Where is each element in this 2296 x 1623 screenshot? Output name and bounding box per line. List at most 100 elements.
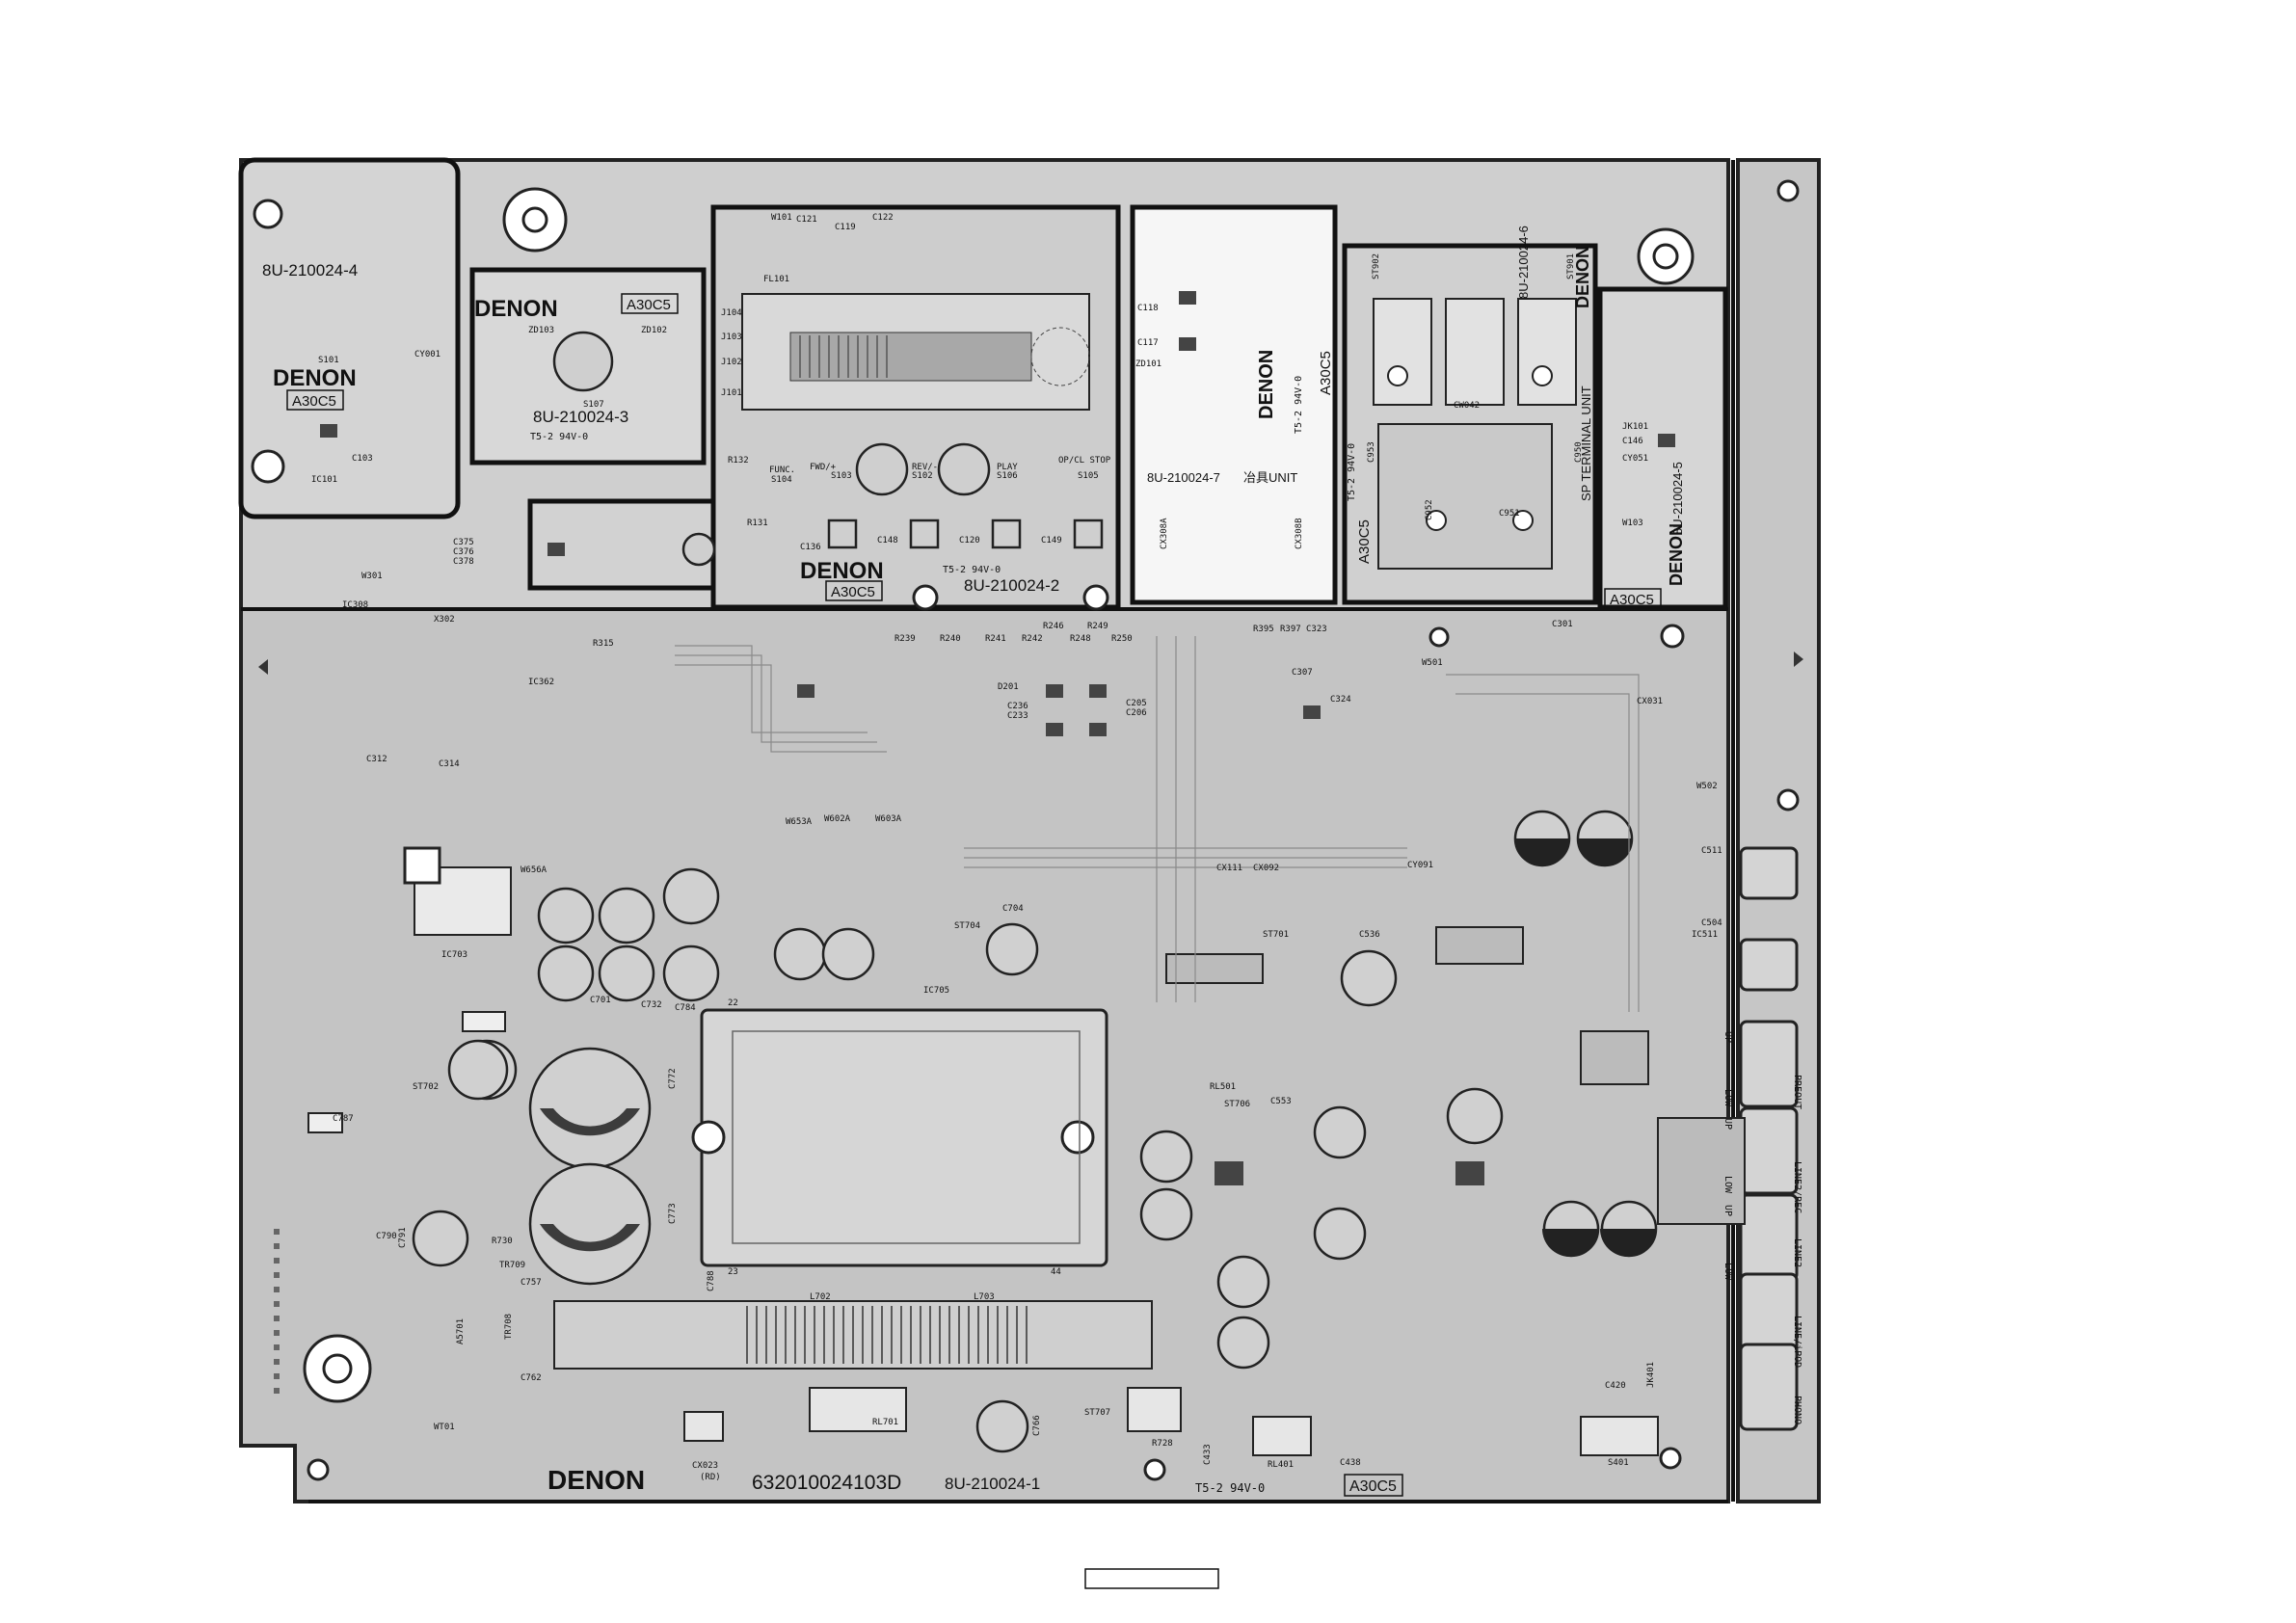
label-c307: C307 [1292,668,1313,678]
model-code-b5: A30C5 [1610,592,1654,608]
brand-logo-b4: DENON [273,365,357,391]
capacitor-stripes [540,838,1656,1257]
board-7-unit: 冶具UNIT [1243,470,1297,485]
small-components [307,291,1746,1456]
label-cw042: CW042 [1454,401,1480,411]
component-labels: C103 IC101 S101 CY001 S107 ZD103 ZD102 J… [311,213,1722,1482]
model-code-b3: A30C5 [627,297,671,313]
label-c314: C314 [439,759,460,769]
model-code-b2: A30C5 [831,584,875,600]
label-ic101: IC101 [311,475,337,485]
label-w653a: W653A [786,817,813,827]
label-st707: ST707 [1084,1408,1110,1418]
label-j103: J103 [721,333,742,342]
rear-jack-labels: PREOUT LINE2/REC LINE2 LINE/iPOD PHONO L… [1722,1031,1802,1424]
label-c433: C433 [1203,1444,1213,1465]
trace-lines [675,636,1640,1012]
ul-mark-b3: T5-2 94V-0 [530,432,588,442]
label-j104: J104 [721,308,742,318]
speaker-terminal-blocks [1373,298,1577,570]
part-number: 632010024103D [752,1472,901,1494]
label-ic703: IC703 [441,950,467,960]
label-r240: R240 [940,634,961,644]
label-r131: R131 [747,519,768,528]
label-r246: R246 [1043,622,1064,631]
brand-logo-b6: DENON [1573,246,1592,308]
label-st701: ST701 [1263,930,1289,940]
tact-switches [552,331,1104,567]
label-c757: C757 [521,1278,542,1288]
label-tr708: TR708 [504,1314,514,1340]
label-c952: C952 [1425,499,1434,520]
model-code-b1: A30C5 [1349,1478,1397,1495]
jack-label-low-3: LOW [1722,1263,1733,1281]
label-j101: J101 [721,388,742,398]
board-id-3: 8U-210024-3 [533,408,628,426]
model-code-b7: A30C5 [1318,351,1334,395]
jack-label-phono: PHONO [1792,1396,1802,1424]
label-c701: C701 [590,996,611,1005]
jack-label-low-2: LOW [1722,1176,1733,1194]
jack-label-preout: PREOUT [1792,1075,1802,1109]
label-c787: C787 [333,1114,354,1124]
label-c121: C121 [796,215,817,225]
label-c762: C762 [521,1373,542,1383]
label-zd103: ZD103 [528,326,554,335]
label-cx308b: CX308B [1295,518,1304,549]
label-num44: 44 [1051,1267,1061,1277]
label-r395: R395 [1253,625,1274,634]
jack-label-up-3: UP [1722,1205,1733,1216]
mecha-opening [691,1008,1108,1267]
ul-mark-b2: T5-2 94V-0 [943,565,1001,575]
label-cy001: CY001 [414,350,441,359]
board-id-1: 8U-210024-1 [945,1475,1040,1493]
label-c119: C119 [835,223,856,232]
label-c378: C378 [453,557,474,567]
label-cx023: CX023 [692,1461,718,1471]
board-id-2: 8U-210024-2 [964,576,1059,595]
label-w501: W501 [1422,658,1443,668]
label-r239: R239 [894,634,916,644]
board-id-7: 8U-210024-7 [1147,470,1220,485]
label-c951: C951 [1499,509,1520,519]
label-st706: ST706 [1224,1100,1250,1109]
board-id-4: 8U-210024-4 [262,261,358,279]
label-w603a: W603A [875,814,902,824]
label-l703: L703 [974,1292,995,1302]
label-s106: S106 [997,471,1018,481]
brand-logo-b7: DENON [1256,350,1277,419]
model-code-b6: A30C5 [1356,519,1373,564]
label-w101: W101 [771,213,792,223]
label-ic705: IC705 [923,986,949,996]
label-c773: C773 [668,1203,678,1224]
label-c149: C149 [1041,536,1062,545]
label-cx308a: CX308A [1160,518,1169,549]
label-btn-op: OP/CL STOP [1058,456,1111,466]
label-j102: J102 [721,358,742,367]
label-jk401: JK401 [1646,1362,1656,1388]
label-cy091: CY091 [1407,861,1433,870]
label-c103: C103 [352,454,373,464]
label-c784: C784 [675,1003,696,1013]
model-code-box-b4 [286,389,344,411]
jack-label-up-2: UP [1722,1118,1733,1130]
label-r248: R248 [1070,634,1091,644]
jack-label-lineipod: LINE/iPOD [1792,1316,1802,1368]
brand-logo-b5: DENON [1667,523,1686,586]
label-st901: ST901 [1566,253,1576,279]
label-c438: C438 [1340,1458,1361,1468]
label-c788: C788 [707,1270,716,1291]
label-r242: R242 [1022,634,1043,644]
label-r241: R241 [985,634,1006,644]
label-c704: C704 [1002,904,1024,914]
label-wt01: WT01 [434,1423,455,1432]
label-s102: S102 [912,471,933,481]
label-c117: C117 [1137,338,1159,348]
rear-jacks [1739,846,1799,1431]
heatsink-fins [553,1300,1153,1370]
label-c772: C772 [668,1068,678,1089]
label-c536: C536 [1359,930,1380,940]
label-c120: C120 [959,536,980,545]
jack-label-low-1: LOW [1722,1089,1733,1107]
